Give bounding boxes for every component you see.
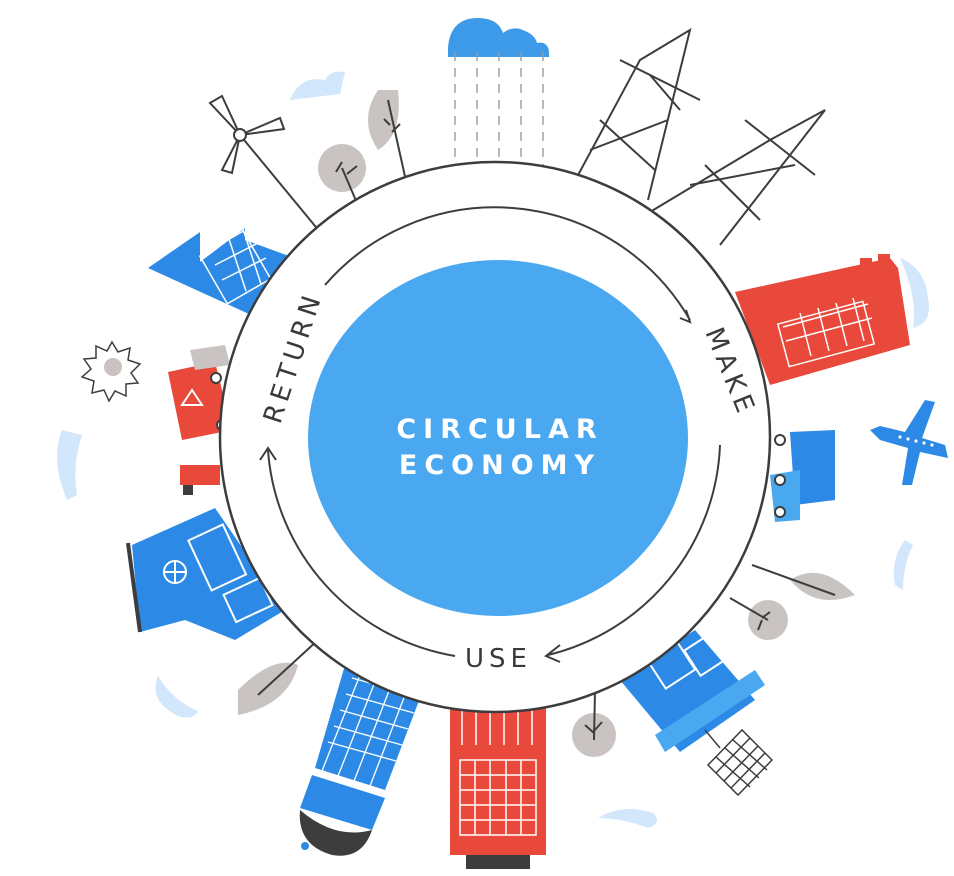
leaf-icon bbox=[368, 90, 409, 191]
recycling-truck-icon bbox=[168, 345, 232, 440]
cloud-icon bbox=[900, 258, 929, 328]
airplane-icon bbox=[870, 400, 948, 485]
use-label: USE bbox=[465, 644, 532, 674]
core-circle bbox=[308, 260, 688, 616]
center-title-line1: CIRCULAR bbox=[396, 414, 603, 445]
arrowhead-icon bbox=[679, 309, 692, 324]
center-title-line2: ECONOMY bbox=[399, 450, 601, 481]
cycle-arrows bbox=[259, 206, 721, 663]
blue-house-icon bbox=[126, 508, 285, 640]
cloud-icon bbox=[155, 676, 198, 718]
cloud-icon bbox=[893, 540, 913, 590]
leaf-icon bbox=[238, 639, 319, 715]
leaf-tree-icons bbox=[238, 90, 855, 757]
sun-icon bbox=[80, 340, 142, 403]
cloud-icon bbox=[598, 809, 657, 828]
arrow-return-to-make bbox=[324, 206, 691, 321]
red-tower-icon bbox=[450, 695, 546, 869]
red-factory-icon bbox=[735, 254, 910, 385]
arrowhead-icon bbox=[544, 644, 561, 663]
leaf-icon bbox=[751, 564, 855, 600]
tree-icon bbox=[729, 597, 788, 640]
cloud-icon bbox=[57, 430, 82, 500]
tree-icon bbox=[572, 689, 616, 757]
wind-turbine-icon bbox=[208, 94, 321, 233]
blue-skyscraper-icon bbox=[299, 665, 425, 856]
power-pylon-icon bbox=[569, 27, 826, 246]
cloud-icon bbox=[290, 71, 345, 100]
solar-panel-icon bbox=[704, 728, 774, 797]
arrowhead-icon bbox=[259, 446, 277, 461]
arrow-use-to-return bbox=[267, 449, 456, 657]
rain-cloud-icon bbox=[448, 18, 549, 180]
arrow-make-to-use bbox=[547, 444, 721, 656]
blue-truck-icon bbox=[770, 430, 835, 522]
hydrant-icon bbox=[180, 465, 220, 495]
cloud-decorations bbox=[57, 71, 929, 828]
